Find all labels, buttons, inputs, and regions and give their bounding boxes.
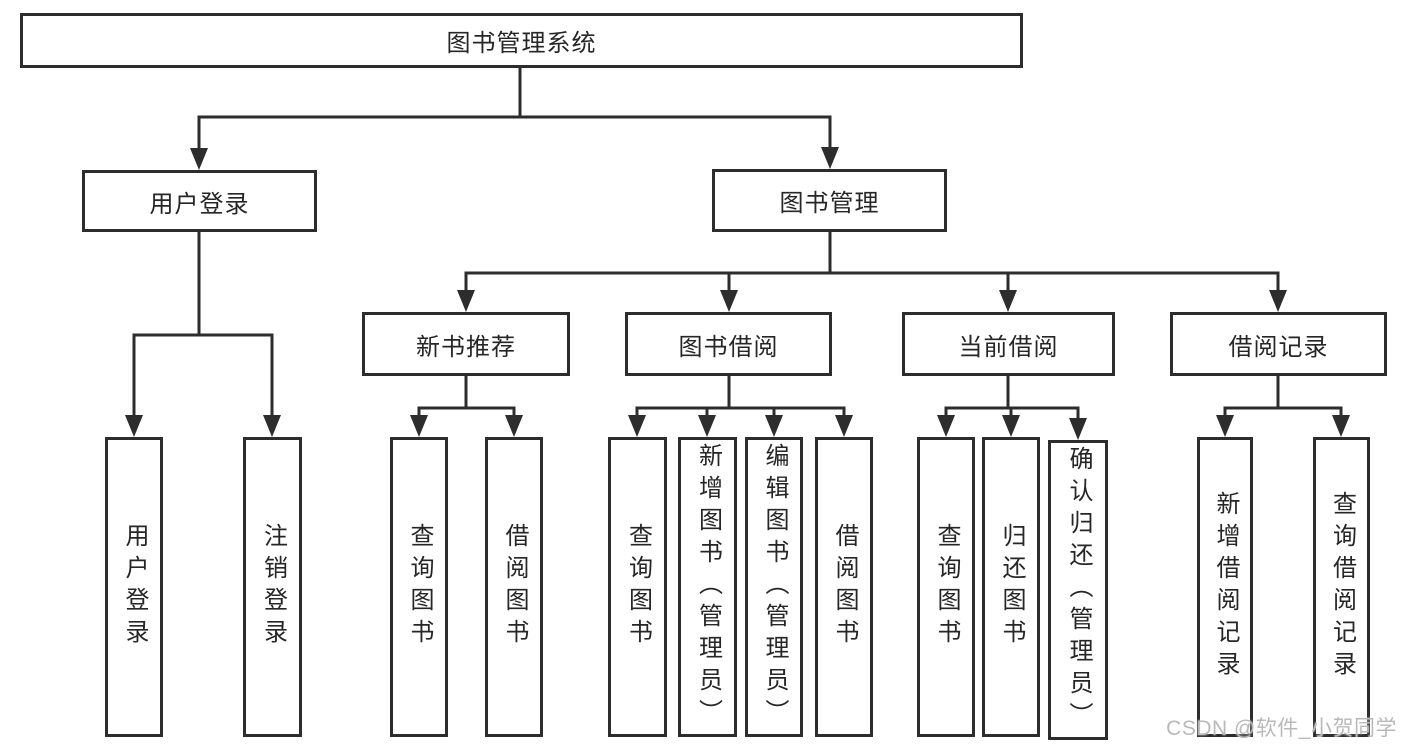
node-new-book-recommendation: 新书推荐 xyxy=(362,312,570,376)
node-root-label: 图书管理系统 xyxy=(446,30,597,57)
node-user-login-label: 用户登录 xyxy=(149,190,250,218)
node-root: 图书管理系统 xyxy=(20,13,1023,68)
leaf-add-books-admin: 新增图书（管理员） xyxy=(678,437,737,737)
node-book-borrowing-label: 图书借阅 xyxy=(678,333,779,361)
leaf-confirm-return-admin: 确认归还（管理员） xyxy=(1048,440,1108,740)
leaf-logout-label: 注销登录 xyxy=(259,523,287,651)
node-user-login: 用户登录 xyxy=(82,170,317,232)
leaf-current-query-books-label: 查询图书 xyxy=(933,523,960,651)
node-new-book-recommendation-label: 新书推荐 xyxy=(416,333,516,361)
node-borrowing-records: 借阅记录 xyxy=(1170,312,1387,376)
node-book-management-label: 图书管理 xyxy=(779,190,880,217)
node-current-borrowing-label: 当前借阅 xyxy=(958,333,1059,361)
leaf-borrowing-query-books: 查询图书 xyxy=(608,437,667,737)
leaf-add-books-admin-label: 新增图书（管理员） xyxy=(694,443,722,731)
node-current-borrowing: 当前借阅 xyxy=(902,312,1115,376)
leaf-confirm-return-admin-label: 确认归还（管理员） xyxy=(1065,446,1092,734)
leaf-query-borrow-record-label: 查询借阅记录 xyxy=(1328,491,1356,683)
leaf-recommend-query-books-label: 查询图书 xyxy=(406,523,433,651)
node-borrowing-records-label: 借阅记录 xyxy=(1228,333,1329,361)
leaf-edit-books-admin: 编辑图书（管理员） xyxy=(745,437,803,737)
leaf-borrow-books: 借阅图书 xyxy=(815,437,873,737)
node-book-borrowing: 图书借阅 xyxy=(625,312,832,376)
leaf-recommend-borrow-books-label: 借阅图书 xyxy=(501,523,528,651)
leaf-return-books: 归还图书 xyxy=(982,437,1040,737)
leaf-user-login-label: 用户登录 xyxy=(121,523,148,651)
leaf-add-borrow-record: 新增借阅记录 xyxy=(1197,437,1253,737)
leaf-recommend-borrow-books: 借阅图书 xyxy=(485,437,543,737)
leaf-borrow-books-label: 借阅图书 xyxy=(831,523,858,651)
leaf-return-books-label: 归还图书 xyxy=(998,523,1025,651)
leaf-user-login: 用户登录 xyxy=(105,437,163,737)
node-book-management: 图书管理 xyxy=(712,169,947,232)
leaf-logout: 注销登录 xyxy=(243,437,302,737)
leaf-current-query-books: 查询图书 xyxy=(917,437,975,737)
leaf-query-borrow-record: 查询借阅记录 xyxy=(1313,437,1370,737)
leaf-add-borrow-record-label: 新增借阅记录 xyxy=(1212,491,1239,683)
leaf-edit-books-admin-label: 编辑图书（管理员） xyxy=(761,443,788,731)
leaf-recommend-query-books: 查询图书 xyxy=(390,437,448,737)
leaf-borrowing-query-books-label: 查询图书 xyxy=(624,523,652,651)
